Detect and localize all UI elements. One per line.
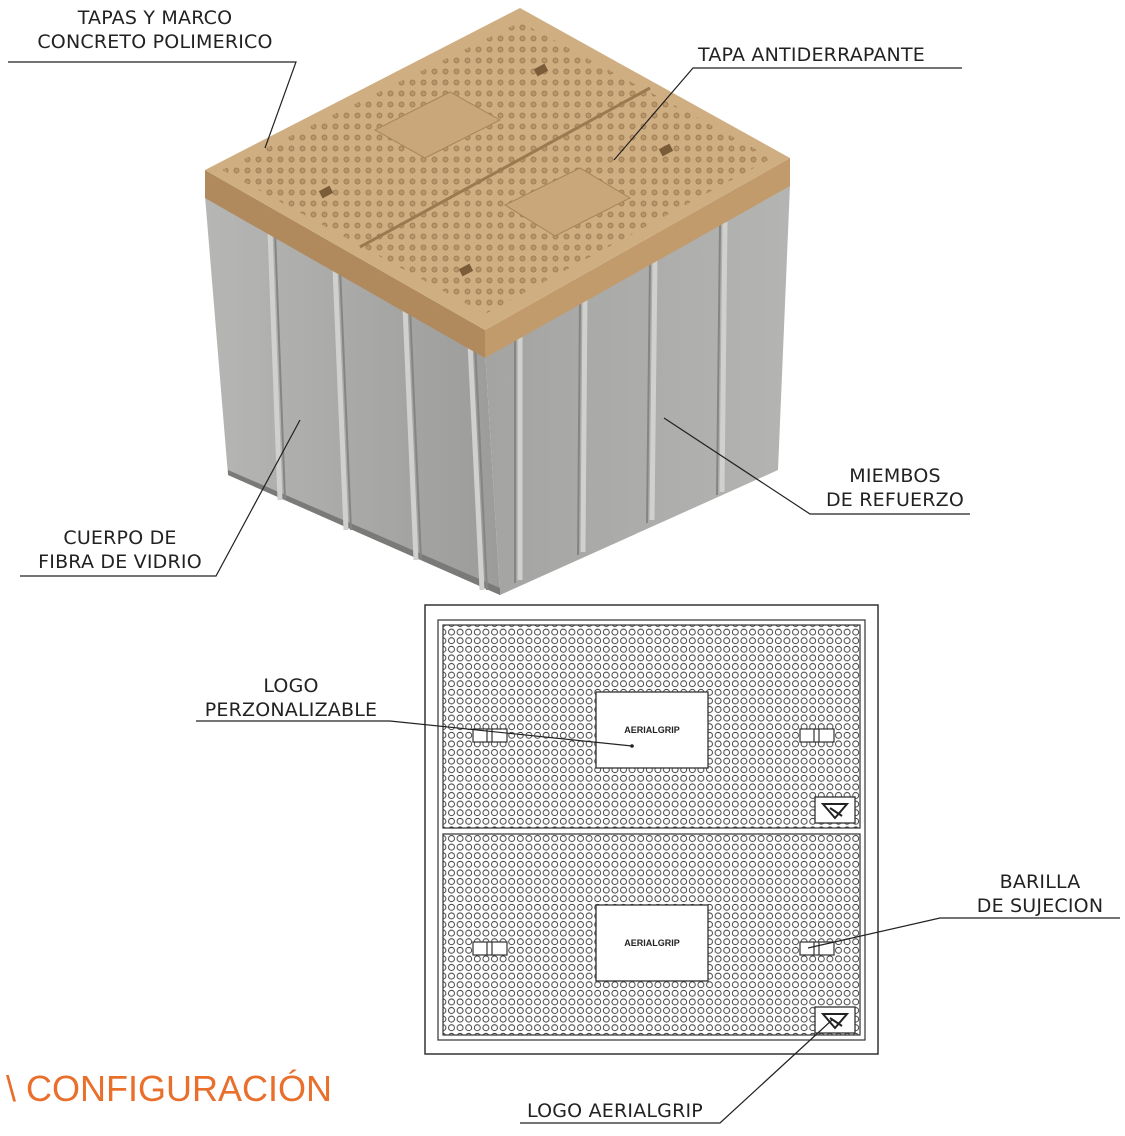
label-miembros-line1: MIEMBOS	[849, 465, 941, 487]
lid-front-right-edge	[485, 158, 790, 358]
label-barilla-sujecion: BARILLA DE SUJECION	[960, 870, 1120, 918]
reinforcement-ribs-left	[267, 231, 485, 591]
box-right-face	[485, 185, 790, 595]
label-cuerpo-fibra: CUERPO DE FIBRA DE VIDRIO	[20, 526, 220, 574]
lid-seam	[359, 86, 651, 249]
lid-front-left-edge	[205, 170, 485, 358]
logo-plate-upper	[595, 691, 709, 769]
label-miembros-refuerzo: MIEMBOS DE REFUERZO	[815, 464, 975, 512]
label-barilla-line1: BARILLA	[999, 871, 1081, 893]
lid-logo-plate-2	[503, 167, 632, 237]
cover-logo-upper: AERIALGRIP	[624, 725, 680, 735]
label-cuerpo-line1: CUERPO DE	[63, 527, 177, 549]
label-logo-perzonalizable: LOGO PERZONALIZABLE	[196, 674, 386, 722]
label-tapas-marco: TAPAS Y MARCO CONCRETO POLIMERICO	[20, 6, 290, 54]
label-tapas-marco-line2: CONCRETO POLIMERICO	[37, 31, 273, 53]
label-cuerpo-line2: FIBRA DE VIDRIO	[38, 551, 202, 573]
lid-hardware	[318, 63, 674, 277]
corner-logo-icons	[814, 796, 856, 1034]
label-logo-perz-line2: PERZONALIZABLE	[204, 699, 378, 721]
isometric-box	[205, 8, 790, 595]
frame-inner	[437, 619, 866, 1041]
reinforcement-ribs-right	[517, 221, 728, 580]
label-logo-perz-line1: LOGO	[263, 675, 319, 697]
top-view: AERIALGRIP AERIALGRIP	[424, 604, 879, 1055]
cover-lower	[442, 833, 861, 1036]
box-base-left	[228, 470, 500, 595]
leader-lines	[8, 61, 1120, 1124]
cover-logo-lower: AERIALGRIP	[624, 938, 680, 948]
label-logo-aerialgrip: LOGO AERIALGRIP	[527, 1100, 703, 1122]
lid-logo-plate-1	[373, 91, 502, 159]
section-title: \ CONFIGURACIÓN	[6, 1068, 333, 1109]
logo-plate-lower	[595, 904, 709, 982]
label-tapa-antiderrapante: TAPA ANTIDERRAPANTE	[698, 44, 925, 66]
retention-slots	[472, 728, 835, 956]
label-tapas-marco-line1: TAPAS Y MARCO	[77, 7, 233, 29]
label-miembros-line2: DE REFUERZO	[825, 489, 965, 511]
label-barilla-line2: DE SUJECION	[976, 895, 1104, 917]
